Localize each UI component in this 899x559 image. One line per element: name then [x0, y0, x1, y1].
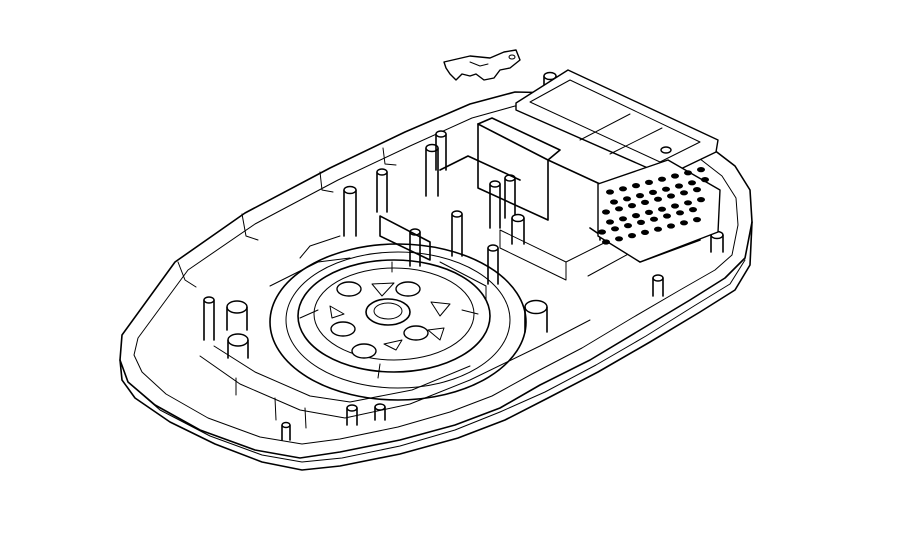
grille-hole	[676, 210, 684, 216]
grille-hole	[623, 196, 631, 202]
grille-hole	[610, 199, 618, 205]
grille-hole	[615, 206, 623, 212]
grille-hole	[658, 206, 666, 212]
grille-hole	[628, 233, 636, 239]
grille-hole	[667, 193, 675, 199]
base-housing-shell	[119, 91, 753, 471]
boss-post	[226, 300, 248, 331]
grille-hole	[615, 236, 623, 242]
grille-hole	[641, 199, 649, 205]
inner-partitions	[269, 117, 701, 301]
boss-post	[524, 299, 548, 333]
grille-hole	[693, 187, 701, 193]
boss-post	[652, 274, 664, 297]
grille-hole	[649, 189, 657, 195]
grille-hole	[688, 180, 696, 186]
grille-hole	[645, 209, 653, 215]
boss-post	[203, 296, 215, 341]
boss-post	[451, 210, 463, 257]
boss-post	[511, 213, 525, 245]
grille-hole	[701, 177, 709, 183]
grille-hole	[598, 229, 606, 235]
grille-hole	[658, 176, 666, 182]
grille-hole	[650, 216, 658, 222]
grille-hole	[606, 189, 614, 195]
grille-hole	[606, 219, 614, 225]
grille-hole	[667, 223, 675, 229]
grille-hole	[693, 217, 701, 223]
boss-post	[343, 185, 357, 237]
grille-hole	[697, 197, 705, 203]
perforated-grille	[598, 167, 709, 245]
grille-hole	[602, 209, 610, 215]
boss-post	[504, 174, 516, 219]
grille-hole	[632, 183, 640, 189]
grille-hole	[684, 200, 692, 206]
grille-hole	[675, 183, 683, 189]
boss-post	[376, 168, 388, 213]
grille-hole	[637, 219, 645, 225]
grille-hole	[662, 186, 670, 192]
grille-hole	[671, 173, 679, 179]
boss-post	[374, 403, 386, 421]
grille-hole	[671, 203, 679, 209]
grille-hole	[636, 193, 644, 199]
grille-hole	[680, 220, 688, 226]
grille-hole	[697, 167, 705, 173]
boss-post	[487, 244, 499, 285]
grille-hole	[654, 226, 662, 232]
boss-post	[435, 130, 447, 171]
grille-hole	[619, 216, 627, 222]
grille-hole	[628, 203, 636, 209]
grille-hole	[680, 190, 688, 196]
boss-post	[425, 143, 439, 197]
grille-hole	[619, 186, 627, 192]
detached-latch-clip	[443, 49, 521, 81]
grille-hole	[684, 170, 692, 176]
boss-post	[346, 404, 358, 426]
grille-hole	[689, 207, 697, 213]
boss-post	[489, 180, 501, 229]
grille-hole	[641, 229, 649, 235]
grille-hole	[602, 239, 610, 245]
grille-hole	[663, 213, 671, 219]
boss-post	[227, 333, 249, 359]
circular-hub	[269, 243, 527, 401]
grille-cover	[515, 69, 721, 263]
grille-hole	[624, 223, 632, 229]
boss-post	[281, 421, 291, 441]
grille-hole	[654, 196, 662, 202]
grille-hole	[645, 179, 653, 185]
grille-hole	[632, 213, 640, 219]
grille-hole	[611, 226, 619, 232]
